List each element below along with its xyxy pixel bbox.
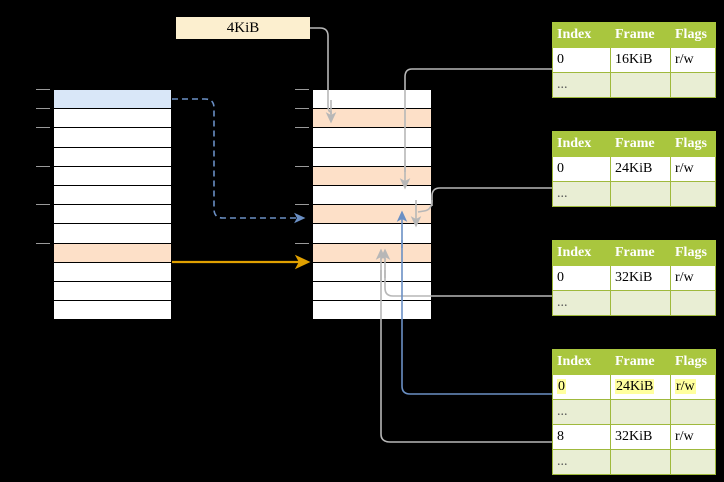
page-table-level-3-row: ...	[552, 181, 716, 207]
virtual-address-space-row	[53, 242, 172, 263]
page-table-level-1-row: ...	[552, 449, 716, 475]
virtual-address-space-row	[53, 185, 172, 206]
row-tick-mark	[295, 165, 309, 167]
virtual-address-space-row	[53, 281, 172, 302]
page-table-level-3-header-flags: Flags	[670, 131, 716, 157]
page-table-level-1-header-flags: Flags	[670, 349, 716, 375]
page-table-level-1-cell: ...	[552, 399, 611, 425]
page-table-level-1-header-frame: Frame	[610, 349, 671, 375]
page-table-level-1-cell: r/w	[670, 424, 716, 450]
virtual-address-space-row	[53, 223, 172, 244]
physical-memory-row	[312, 242, 432, 263]
page-table-level-4-header-flags: Flags	[670, 22, 716, 48]
virtual-address-space-row	[53, 108, 172, 129]
page-table-level-4-header-index: Index	[552, 22, 611, 48]
page-table-level-4-cell: 0	[552, 47, 611, 73]
virtual-address-space-row	[53, 300, 172, 321]
page-table-level-1-row: 0 24KiB r/w	[552, 374, 716, 400]
page-table-level-1-cell	[610, 399, 671, 425]
page-table-level-1-cell: 0	[552, 374, 611, 400]
page-table-level-2-cell: ...	[552, 290, 611, 316]
physical-memory-row	[312, 204, 432, 225]
page-table-level-1-cell: 8	[552, 424, 611, 450]
page-table-level-4-row: ...	[552, 72, 716, 98]
page-table-level-3-cell: r/w	[670, 156, 716, 182]
row-tick-mark	[295, 204, 309, 206]
page-table-level-4-cell	[610, 72, 671, 98]
page-table-level-1-cell	[610, 449, 671, 475]
highlighted-value: 24KiB	[615, 379, 655, 394]
virtual-address-space-row	[53, 146, 172, 167]
row-tick-mark	[295, 108, 309, 110]
page-table-level-3-cell	[670, 181, 716, 207]
page-table-level-2-header-flags: Flags	[670, 240, 716, 266]
connector-virtual-page-dashed	[172, 98, 306, 224]
page-table-level-3-cell	[610, 181, 671, 207]
page-table-level-4-header-frame: Frame	[610, 22, 671, 48]
row-tick-mark	[36, 165, 50, 167]
page-table-level-1-cell: 24KiB	[610, 374, 671, 400]
highlighted-value: r/w	[675, 379, 696, 394]
physical-memory-row	[312, 223, 432, 244]
page-table-level-2-header-frame: Frame	[610, 240, 671, 266]
row-tick-mark	[36, 204, 50, 206]
page-table-level-1-header-index: Index	[552, 349, 611, 375]
page-table-level-2-cell: r/w	[670, 265, 716, 291]
physical-memory-row	[312, 146, 432, 167]
row-tick-mark	[36, 127, 50, 129]
page-table-level-1-row: ...	[552, 399, 716, 425]
physical-memory-row	[312, 108, 432, 129]
row-tick-mark	[36, 108, 50, 110]
page-table-level-1-cell: r/w	[670, 374, 716, 400]
page-table-level-3-cell: 24KiB	[610, 156, 671, 182]
page-table-level-4-cell: 16KiB	[610, 47, 671, 73]
page-size-label: 4KiB	[176, 17, 310, 39]
page-table-level-3-header-index: Index	[552, 131, 611, 157]
virtual-address-space-row	[53, 89, 172, 110]
page-table-level-2-cell: 32KiB	[610, 265, 671, 291]
page-table-level-3-cell: 0	[552, 156, 611, 182]
page-table-level-4-cell	[670, 72, 716, 98]
page-table-level-3-cell: ...	[552, 181, 611, 207]
page-table-level-4-cell: r/w	[670, 47, 716, 73]
row-tick-mark	[36, 242, 50, 244]
highlighted-value: 0	[557, 379, 566, 394]
page-table-level-1-cell	[670, 399, 716, 425]
physical-memory-row	[312, 185, 432, 206]
page-table-level-2-cell: 0	[552, 265, 611, 291]
physical-memory-row	[312, 127, 432, 148]
page-table-level-1-cell	[670, 449, 716, 475]
page-table-level-4-cell: ...	[552, 72, 611, 98]
physical-memory-row	[312, 300, 432, 321]
physical-memory-row	[312, 281, 432, 302]
page-table-level-1-cell: 32KiB	[610, 424, 671, 450]
virtual-address-space-row	[53, 165, 172, 186]
page-table-level-2-header-index: Index	[552, 240, 611, 266]
row-tick-mark	[295, 242, 309, 244]
virtual-address-space-row	[53, 204, 172, 225]
page-table-level-2-cell	[610, 290, 671, 316]
connector-table2-to-frame	[431, 187, 552, 206]
page-table-level-1-cell: ...	[552, 449, 611, 475]
page-table-level-2-cell	[670, 290, 716, 316]
physical-memory-row	[312, 261, 432, 282]
row-tick-mark	[295, 127, 309, 129]
physical-memory-row	[312, 165, 432, 186]
page-table-level-2-row: ...	[552, 290, 716, 316]
physical-memory-row	[312, 89, 432, 110]
row-tick-mark	[295, 89, 309, 90]
page-table-level-3-header-frame: Frame	[610, 131, 671, 157]
virtual-address-space-row	[53, 127, 172, 148]
row-tick-mark	[36, 89, 50, 90]
virtual-address-space-row	[53, 261, 172, 282]
